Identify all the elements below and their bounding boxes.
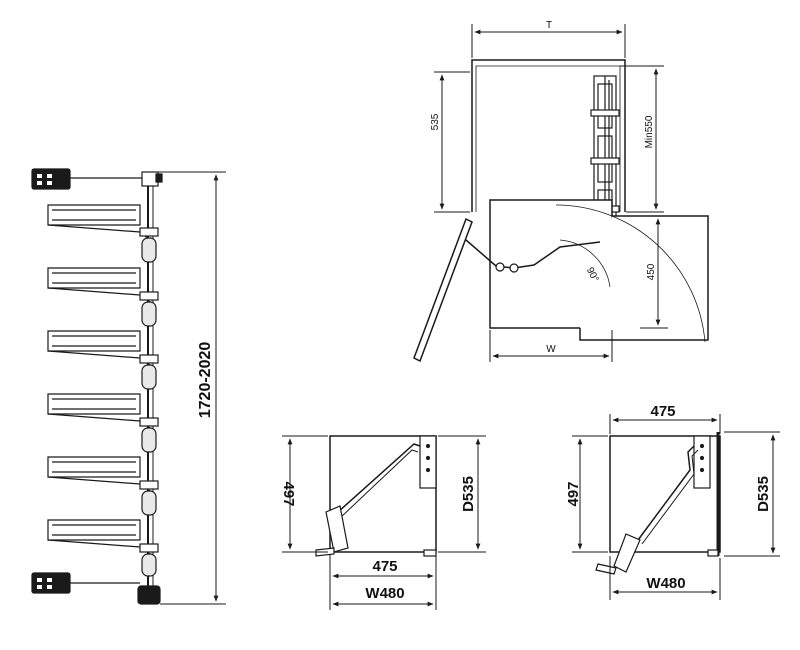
plan-lower-height-label: 450: [646, 263, 657, 280]
right-cabinet-elevation: [595, 432, 721, 575]
shelf: [47, 267, 159, 327]
left-cabinet-inner-width-label: 475: [372, 558, 397, 575]
left-cabinet-depth-outer-label: D535: [460, 476, 477, 512]
plan-dimensions: [434, 24, 668, 362]
tower-elevation: [31, 168, 163, 605]
right-cabinet-top-width-label: 475: [650, 403, 675, 420]
plan-left-height-label: 535: [430, 113, 441, 130]
plan-bottom-width-label: W: [546, 344, 556, 355]
plan-right-height-label: Min550: [644, 115, 655, 148]
top-mount-bracket: [31, 168, 163, 190]
shelf: [47, 393, 159, 453]
bottom-mount-bracket: [31, 572, 161, 605]
right-cabinet-depth-outer-label: D535: [755, 476, 772, 512]
left-cabinet-depth-label: 497: [280, 481, 297, 506]
shelf: [47, 519, 159, 577]
pull-out-mechanism: [590, 75, 620, 283]
tower-height-dimension: [158, 171, 226, 605]
tower-height-label: 1720-2020: [197, 342, 214, 419]
shelf: [47, 330, 159, 390]
shelf: [47, 456, 159, 516]
right-cabinet-depth-label: 497: [565, 481, 582, 506]
left-cabinet-elevation: [315, 435, 437, 557]
plan-view: [413, 59, 709, 363]
right-cabinet-width-label: W480: [646, 575, 685, 592]
shelf: [47, 204, 159, 263]
left-cabinet-dimensions: [282, 435, 486, 610]
right-cabinet-dimensions: [572, 414, 780, 600]
plan-top-width-label: T: [546, 20, 552, 31]
left-cabinet-outer-width-label: W480: [365, 585, 404, 602]
